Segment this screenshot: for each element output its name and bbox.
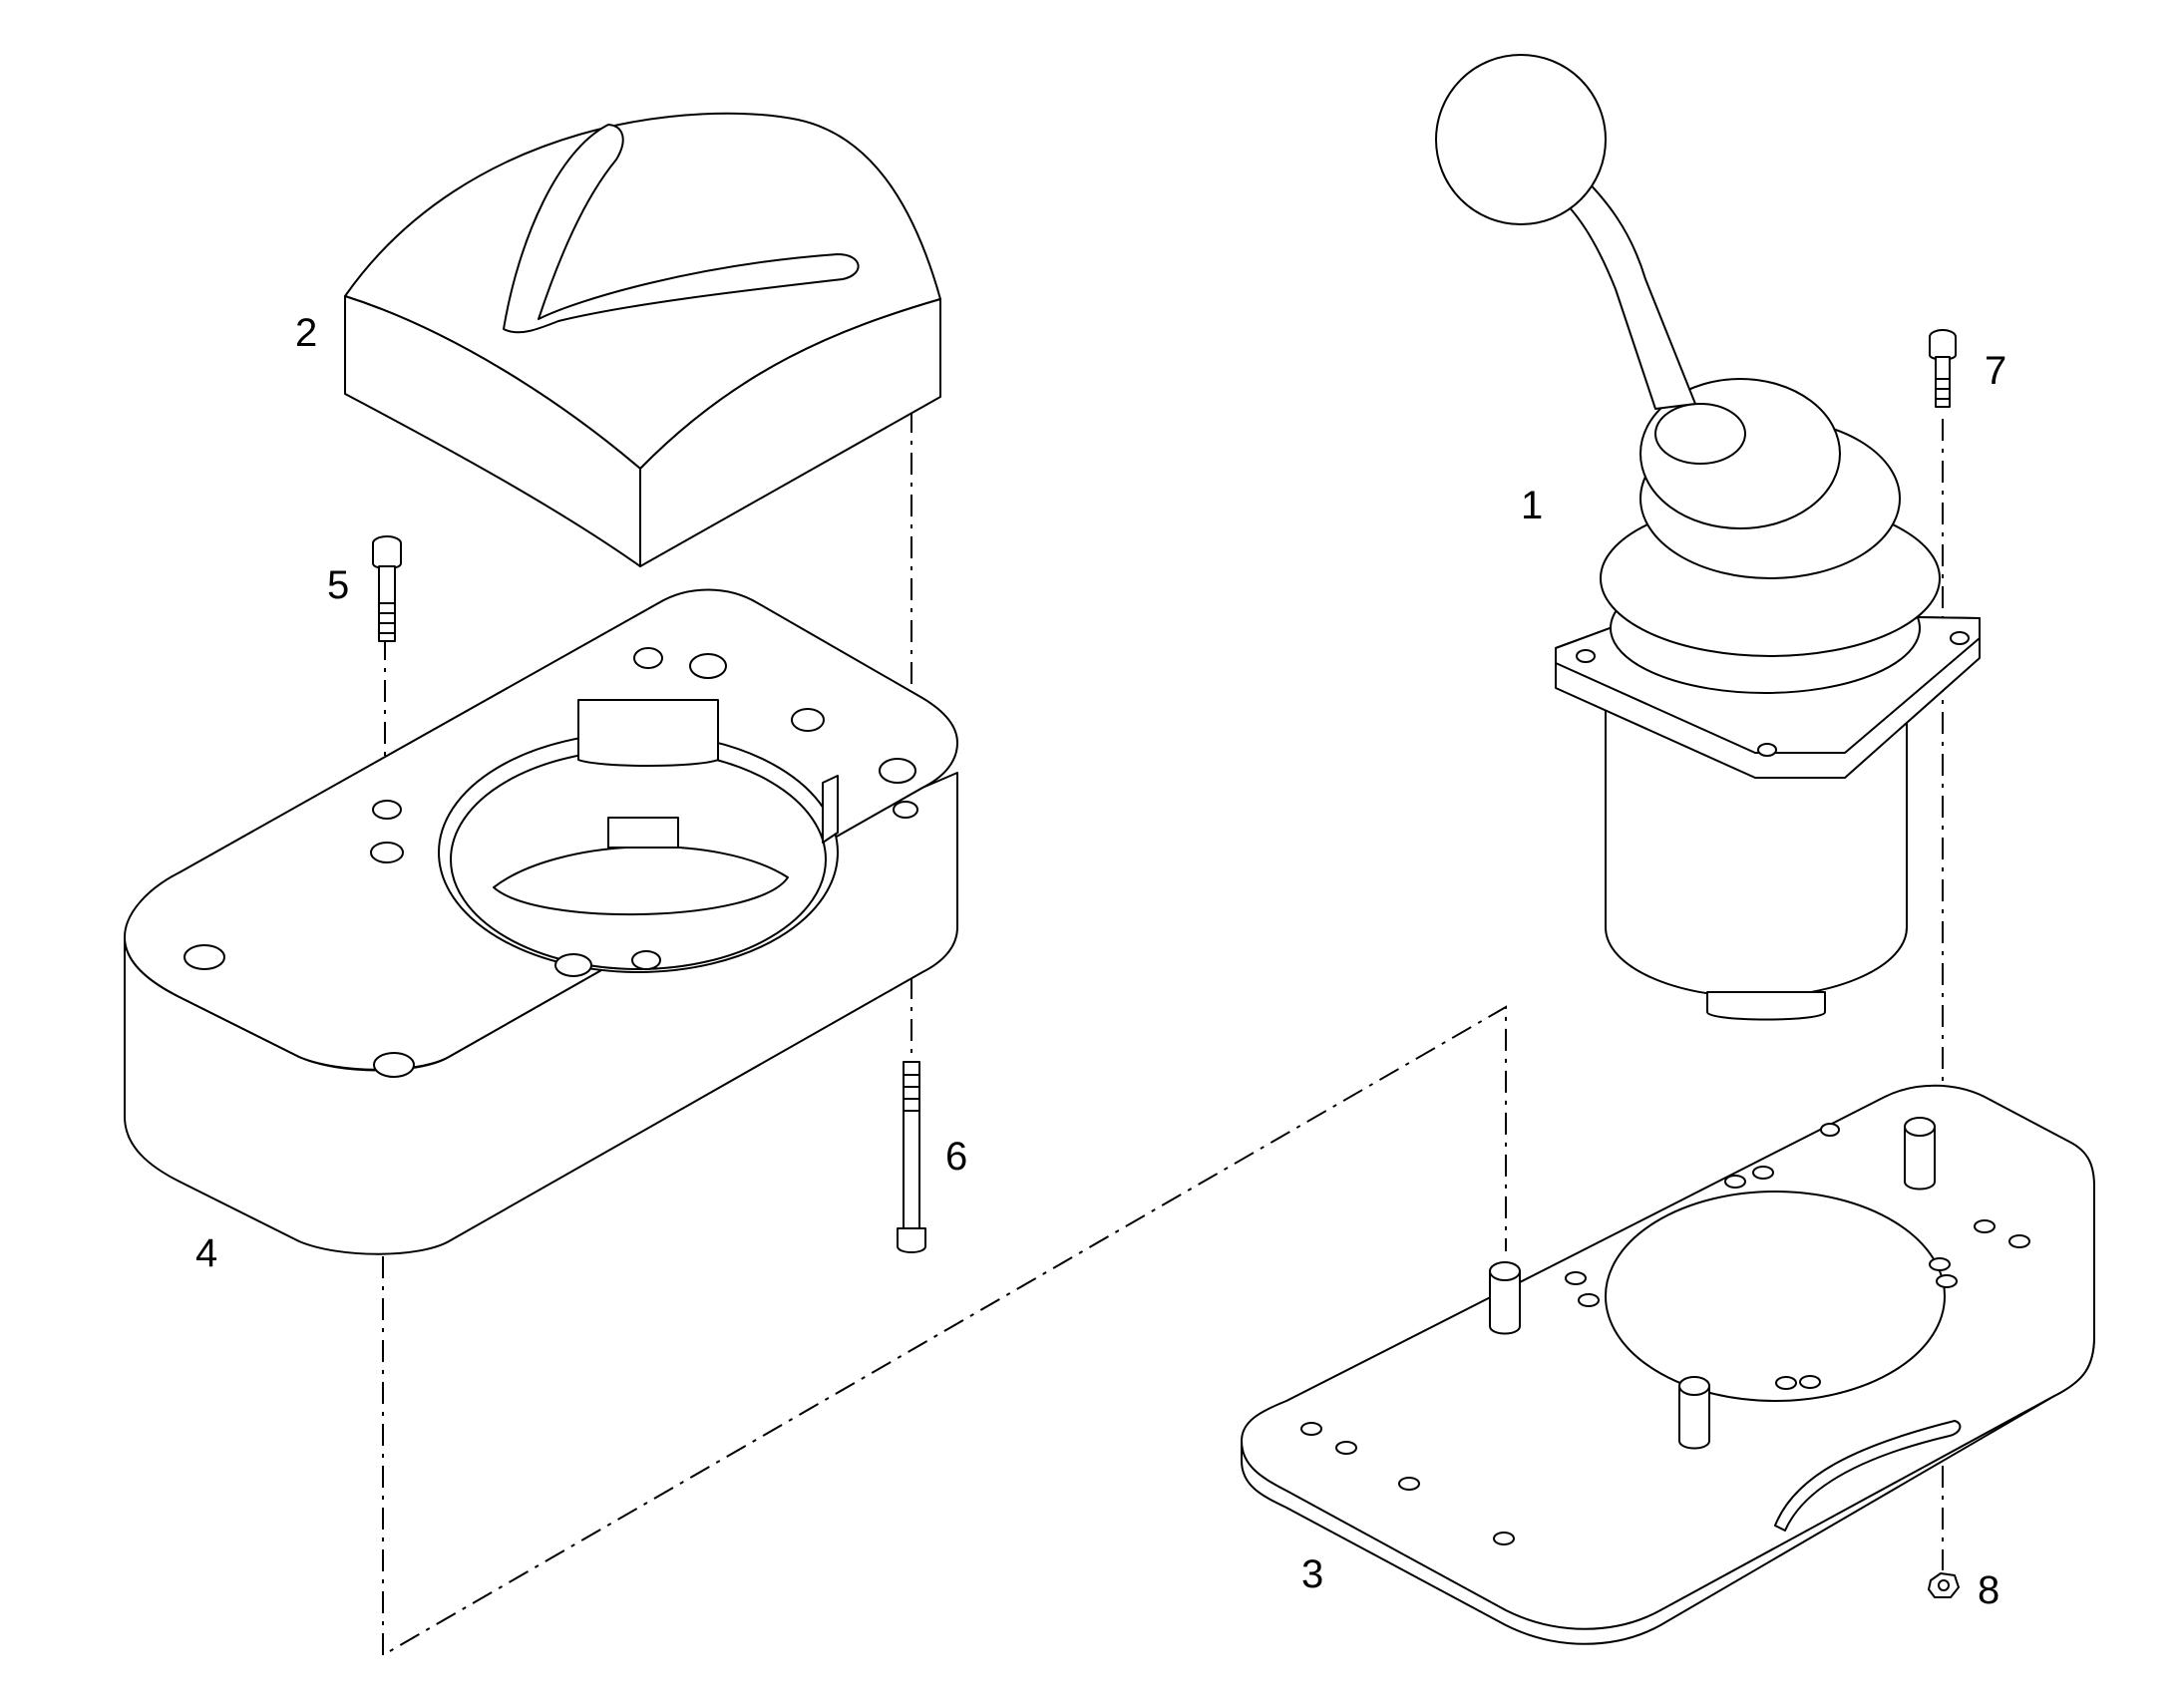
screw7-shank bbox=[1935, 356, 1951, 408]
callout-labels: 1 2 3 4 5 6 7 8 bbox=[195, 311, 2006, 1612]
plate-hole bbox=[1799, 1375, 1821, 1389]
nut8-bore bbox=[1938, 1579, 1950, 1591]
plate-standoff bbox=[1904, 1126, 1936, 1191]
part-8-nut bbox=[1928, 1572, 1960, 1598]
screw6-threads bbox=[904, 1074, 919, 1112]
joystick-lever bbox=[1550, 173, 1696, 410]
plate-hole bbox=[1820, 1123, 1840, 1137]
plate-hole bbox=[1929, 1257, 1951, 1271]
screw6-head bbox=[897, 1227, 926, 1253]
screw5-head bbox=[372, 543, 402, 570]
part-4-base-housing bbox=[124, 588, 958, 1255]
part-5-screw bbox=[372, 535, 402, 642]
base-key-notch bbox=[607, 817, 679, 849]
plate-center-bore bbox=[1605, 1191, 1946, 1402]
plate-arc-slot bbox=[1774, 1420, 1962, 1532]
callout-7: 7 bbox=[1985, 349, 2006, 393]
screw7-threads bbox=[1936, 378, 1950, 400]
plate-hole bbox=[2008, 1234, 2030, 1248]
plate-hole bbox=[1578, 1293, 1600, 1307]
callout-3: 3 bbox=[1301, 1552, 1323, 1596]
cover-side-face bbox=[639, 298, 941, 567]
base-hole bbox=[631, 950, 661, 970]
base-hole bbox=[554, 953, 592, 977]
base-hole bbox=[373, 1052, 415, 1078]
base-bore-floor bbox=[493, 846, 789, 916]
plate-standoff-top bbox=[1904, 1117, 1936, 1137]
plate-standoff bbox=[1678, 1385, 1710, 1450]
base-hole bbox=[633, 647, 663, 669]
screw5-threads bbox=[379, 602, 395, 634]
callout-5: 5 bbox=[327, 563, 349, 607]
base-hole bbox=[183, 944, 225, 970]
plate-hole bbox=[1724, 1175, 1746, 1189]
base-hole bbox=[689, 653, 727, 679]
base-key-lug bbox=[577, 699, 719, 767]
cover-gate-slot bbox=[503, 124, 860, 334]
joystick-bottom-boss bbox=[1706, 991, 1826, 1021]
base-hole bbox=[370, 842, 404, 863]
base-hole bbox=[893, 801, 918, 819]
plate-hole bbox=[1300, 1422, 1322, 1436]
plate-hole bbox=[1775, 1376, 1797, 1390]
callout-2: 2 bbox=[295, 311, 317, 355]
plate-standoff-top bbox=[1489, 1261, 1521, 1281]
plate-hole bbox=[1974, 1219, 1996, 1233]
base-hole bbox=[372, 800, 402, 820]
part-1-joystick bbox=[1435, 54, 1981, 1021]
base-side-lug bbox=[822, 775, 839, 844]
plate-standoff bbox=[1489, 1270, 1521, 1335]
joystick-flange-hole bbox=[1576, 649, 1596, 663]
callout-6: 6 bbox=[945, 1135, 967, 1179]
joystick-knob bbox=[1435, 54, 1607, 225]
plate-hole bbox=[1936, 1274, 1958, 1288]
plate-hole bbox=[1398, 1477, 1420, 1491]
base-hole bbox=[879, 758, 916, 784]
plate-hole bbox=[1565, 1271, 1587, 1285]
leader-base-to-plate bbox=[382, 1005, 1507, 1657]
callout-1: 1 bbox=[1521, 484, 1543, 527]
plate-standoff-top bbox=[1678, 1376, 1710, 1396]
part-7-screw bbox=[1929, 329, 1957, 408]
part-6-long-screw bbox=[897, 1061, 926, 1253]
base-hole bbox=[791, 708, 825, 732]
part-2-cover bbox=[344, 112, 941, 567]
plate-hole bbox=[1493, 1532, 1515, 1545]
plate-hole bbox=[1752, 1166, 1774, 1180]
plate-hole bbox=[1335, 1441, 1357, 1455]
callout-8: 8 bbox=[1978, 1568, 1999, 1612]
part-3-mounting-plate bbox=[1241, 1084, 2095, 1645]
joystick-flange-hole bbox=[1757, 743, 1777, 757]
callout-4: 4 bbox=[195, 1231, 217, 1275]
joystick-flange-hole bbox=[1950, 631, 1970, 645]
joystick-stem-collar bbox=[1654, 403, 1746, 465]
